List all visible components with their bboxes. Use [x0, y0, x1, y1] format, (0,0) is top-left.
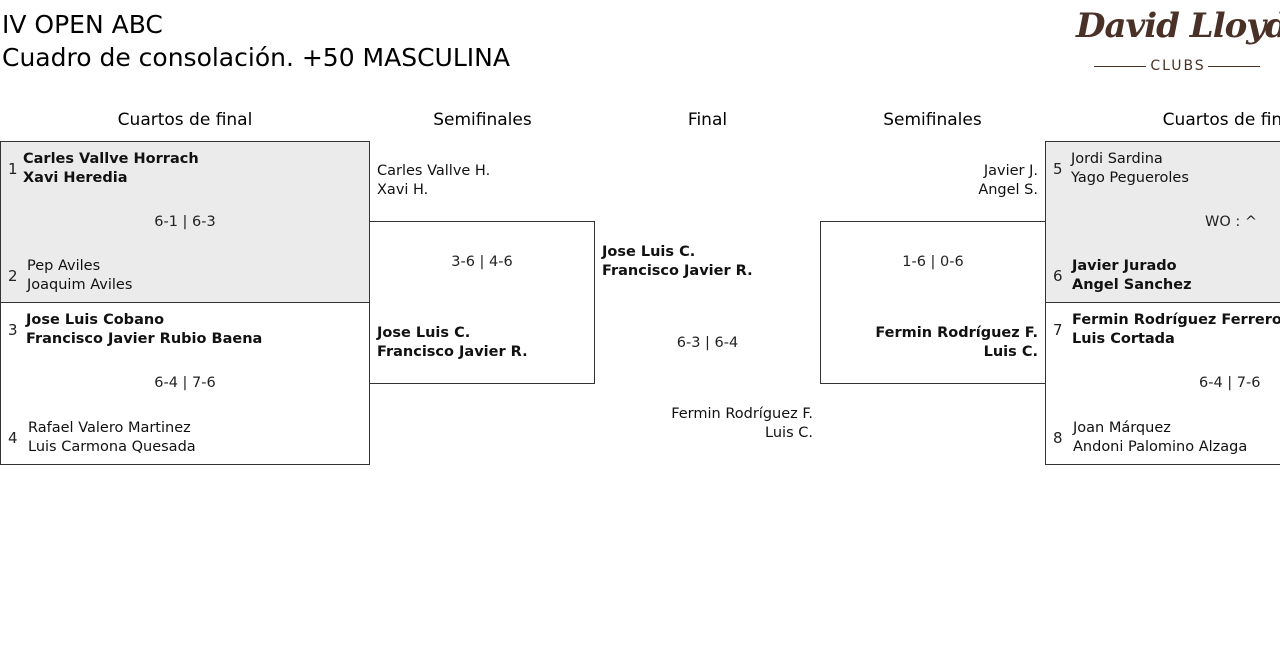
match-right-qf-1[interactable]: 5 Jordi Sardina Yago Pegueroles WO : ^ 6… [1045, 141, 1280, 303]
club-logo: David Lloyd CLUBS [1076, 0, 1280, 82]
logo-divider-right [1208, 66, 1260, 67]
round-header-left-sf: Semifinales [433, 110, 532, 130]
player-name: Jose Luis C. [602, 244, 696, 260]
tournament-title: IV OPEN ABC [2, 10, 163, 39]
player-name: Angel Sanchez [1072, 277, 1192, 293]
seed-number: 4 [8, 429, 18, 447]
team-winner: Jose Luis Cobano Francisco Javier Rubio … [26, 311, 262, 349]
seed-number: 1 [8, 160, 18, 178]
team-loser: Jordi Sardina Yago Pegueroles [1071, 150, 1189, 188]
player-name: Luis C. [983, 344, 1038, 360]
player-name: Xavi Heredia [23, 170, 128, 186]
player-name: Andoni Palomino Alzaga [1073, 439, 1248, 455]
team-winner: Carles Vallve Horrach Xavi Heredia [23, 150, 199, 188]
round-header-left-qf: Cuartos de final [117, 110, 253, 130]
sf-right-team-top: Javier J. Angel S. [820, 162, 1038, 200]
player-name: Joan Márquez [1073, 420, 1171, 436]
player-name: Jose Luis Cobano [26, 312, 165, 328]
seed-number: 6 [1053, 267, 1063, 285]
player-name: Jordi Sardina [1071, 151, 1163, 167]
player-name: Rafael Valero Martinez [28, 420, 191, 436]
match-right-qf-2[interactable]: 7 Fermin Rodríguez Ferrero Luis Cortada … [1045, 302, 1280, 465]
team-winner: Fermin Rodríguez Ferrero Luis Cortada [1072, 311, 1280, 349]
player-name: Javier J. [983, 163, 1038, 179]
team-loser: Rafael Valero Martinez Luis Carmona Ques… [28, 419, 196, 457]
seed-number: 5 [1053, 160, 1063, 178]
player-name: Fermin Rodríguez Ferrero [1072, 312, 1280, 328]
player-name: Joaquim Aviles [27, 277, 133, 293]
final-team-winner: Jose Luis C. Francisco Javier R. [602, 243, 753, 281]
match-left-qf-2[interactable]: 3 Jose Luis Cobano Francisco Javier Rubi… [0, 302, 370, 465]
seed-number: 7 [1053, 321, 1063, 339]
round-header-right-qf: Cuartos de final [1162, 110, 1280, 130]
player-name: Fermin Rodríguez F. [875, 325, 1038, 341]
player-name: Carles Vallve H. [377, 163, 491, 179]
player-name: Francisco Javier R. [377, 344, 528, 360]
player-name: Javier Jurado [1072, 258, 1177, 274]
match-score: 1-6 | 0-6 [902, 254, 964, 270]
player-name: Francisco Javier R. [602, 263, 753, 279]
player-name: Pep Aviles [27, 258, 101, 274]
match-score: WO : ^ [1205, 214, 1258, 230]
match-right-sf[interactable]: 1-6 | 0-6 Fermin Rodríguez F. Luis C. [820, 221, 1046, 384]
player-name: Fermin Rodríguez F. [671, 406, 813, 422]
player-name: Jose Luis C. [377, 325, 471, 341]
match-left-qf-1[interactable]: 1 Carles Vallve Horrach Xavi Heredia 6-1… [0, 141, 370, 303]
sf-left-team-top: Carles Vallve H. Xavi H. [377, 162, 490, 200]
player-name: Xavi H. [377, 182, 429, 198]
logo-subtitle: CLUBS [1150, 58, 1206, 74]
match-left-sf[interactable]: 3-6 | 4-6 Jose Luis C. Francisco Javier … [369, 221, 595, 384]
final-team-runner-up: Fermin Rodríguez F. Luis C. [595, 405, 813, 443]
team-loser: Joan Márquez Andoni Palomino Alzaga [1073, 419, 1247, 457]
match-score: 3-6 | 4-6 [451, 254, 513, 270]
player-name: Angel S. [978, 182, 1038, 198]
seed-number: 8 [1053, 429, 1063, 447]
seed-number: 3 [8, 321, 18, 339]
team-winner: Jose Luis C. Francisco Javier R. [377, 324, 528, 362]
seed-number: 2 [8, 267, 18, 285]
match-score: 6-4 | 7-6 [154, 375, 216, 391]
logo-wordmark: David Lloyd [1076, 6, 1280, 46]
player-name: Luis Cortada [1072, 331, 1175, 347]
player-name: Yago Pegueroles [1071, 170, 1189, 186]
player-name: Luis Carmona Quesada [28, 439, 196, 455]
player-name: Francisco Javier Rubio Baena [26, 331, 263, 347]
team-loser: Pep Aviles Joaquim Aviles [27, 257, 132, 295]
match-score: 6-1 | 6-3 [154, 214, 216, 230]
match-score: 6-4 | 7-6 [1199, 375, 1261, 391]
round-header-final: Final [687, 110, 728, 130]
player-name: Luis C. [765, 425, 813, 441]
team-winner: Javier Jurado Angel Sanchez [1072, 257, 1192, 295]
round-header-right-sf: Semifinales [883, 110, 982, 130]
draw-subtitle: Cuadro de consolación. +50 MASCULINA [2, 43, 510, 72]
final-score: 6-3 | 6-4 [676, 335, 739, 351]
player-name: Carles Vallve Horrach [23, 151, 199, 167]
team-winner: Fermin Rodríguez F. Luis C. [821, 324, 1038, 362]
logo-divider-left [1094, 66, 1146, 67]
